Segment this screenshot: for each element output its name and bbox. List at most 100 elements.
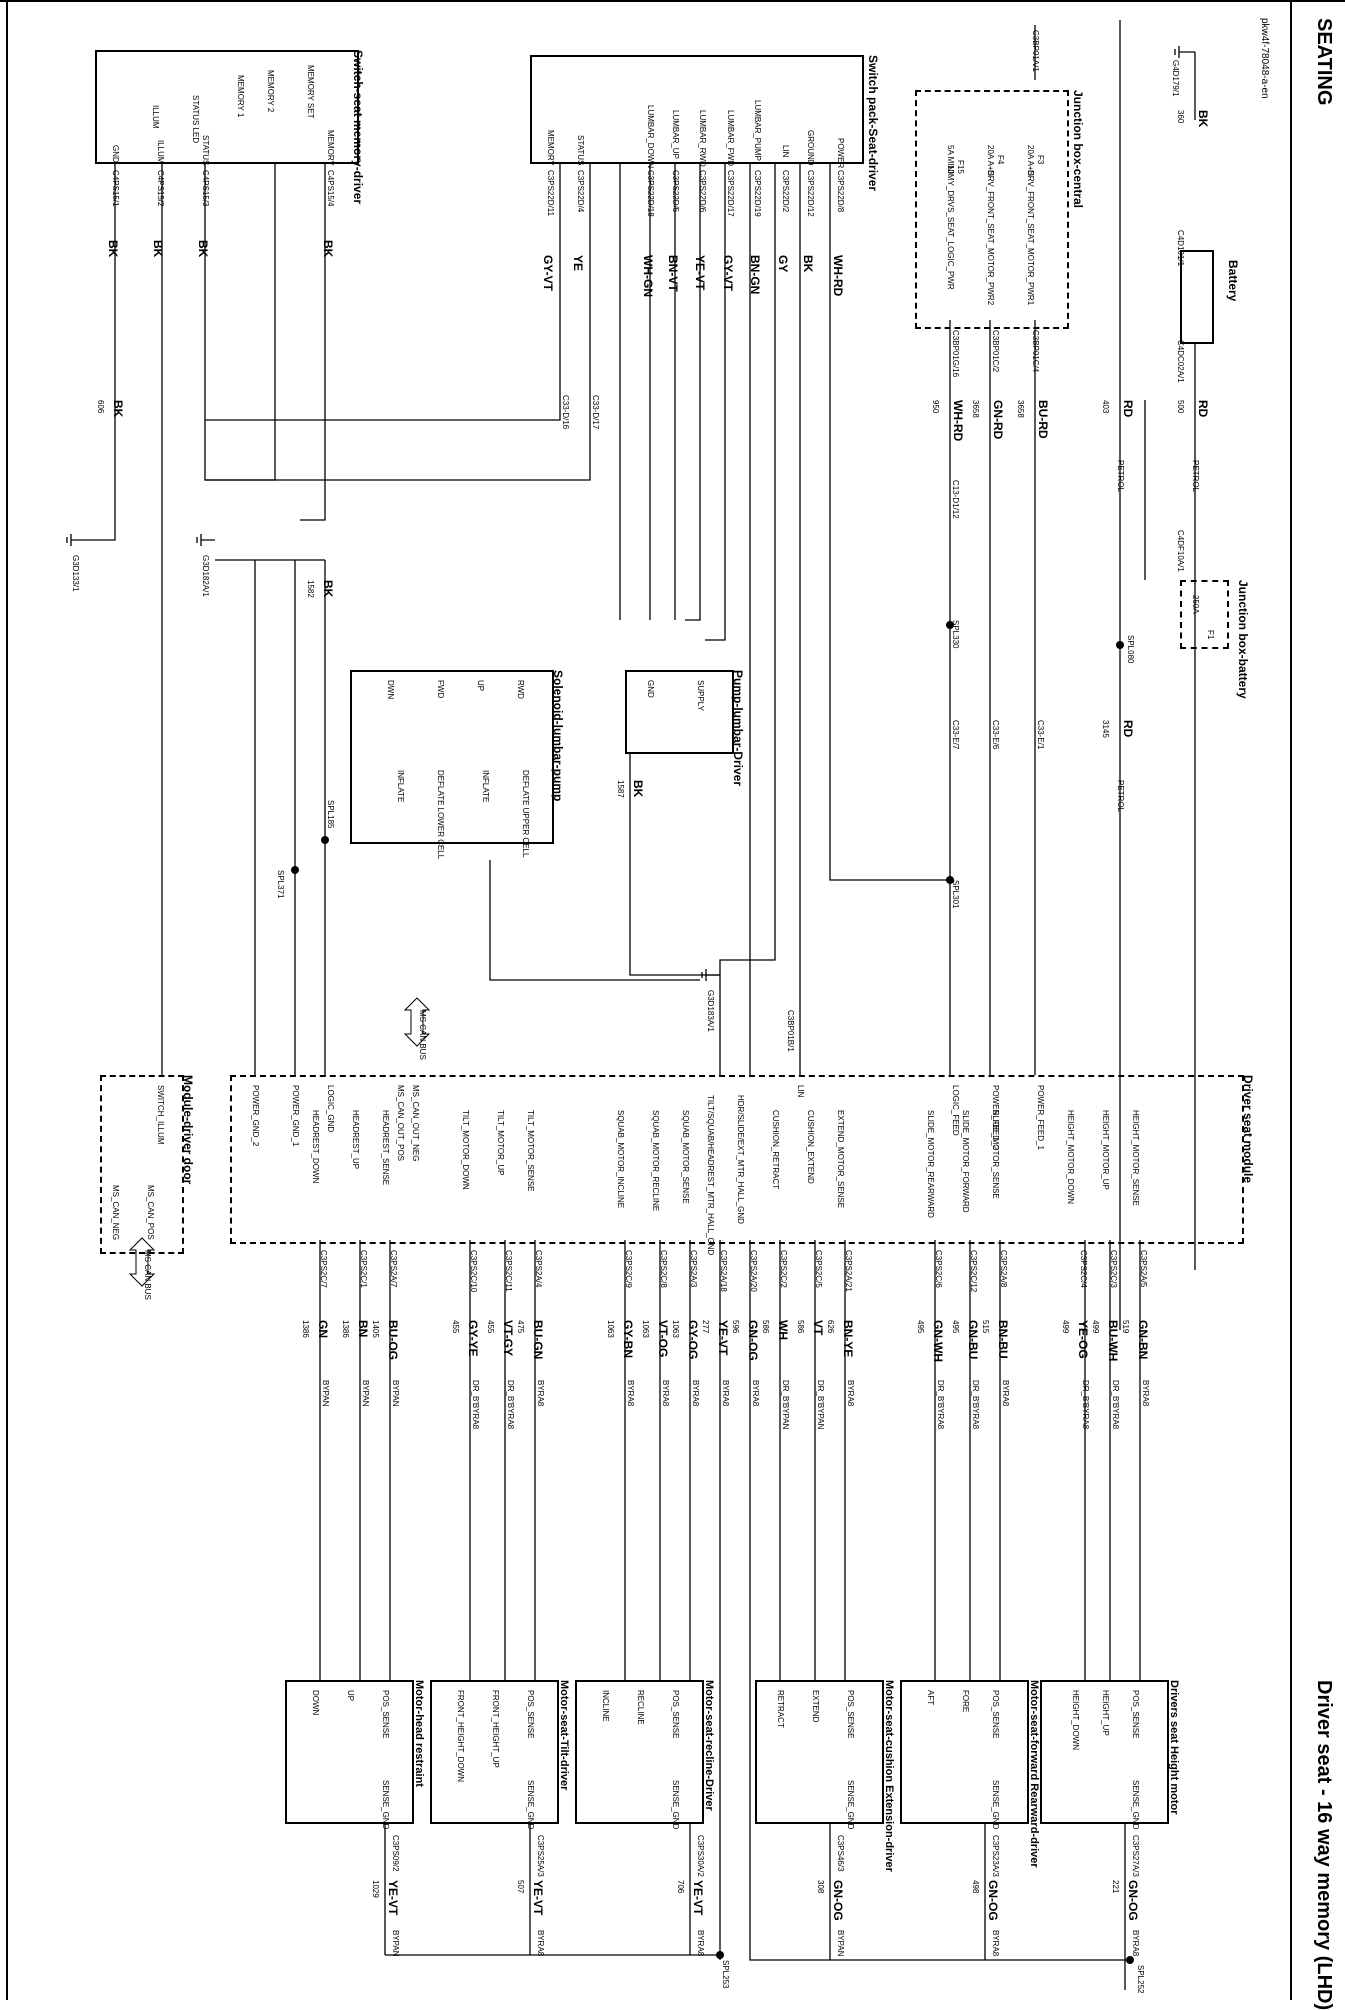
ret-color-0: GN-OG [1126, 1880, 1140, 1921]
mw-color-7: VT [811, 1320, 825, 1336]
mw-color-0: GN-BN [1136, 1320, 1150, 1360]
recline-pin-3: SENSE_GND [671, 1780, 680, 1830]
mod-pin-19: TILT/SQUAB/HEADREST_MTR_HALL_GND [706, 1095, 715, 1256]
splice-spl371: SPL371 [276, 870, 285, 899]
mod-pin-0: POWER_FEED_1 [1036, 1085, 1045, 1150]
jb-battery-title: Junction box-battery [1236, 580, 1250, 699]
sol-label-3: INFLATE [396, 770, 405, 803]
gnd2-color: BK [631, 780, 645, 798]
top1-conn: C3BP01A/1 [1031, 30, 1040, 72]
mw-wire-16: 455 [451, 1320, 460, 1334]
mw-wire-1: 499 [1091, 1320, 1100, 1334]
feed3-conn: C3BP01G/16 [951, 330, 960, 378]
recline-motor-box [575, 1680, 704, 1824]
cushion-pin-0: POS_SENSE [846, 1690, 855, 1739]
mod-pin-4: MS_CAN_OUT_POS [396, 1085, 405, 1162]
tilt-pin-1: FRONT_HEIGHT_UP [491, 1690, 500, 1768]
mw-code-10: BYRA8 [721, 1380, 730, 1407]
feed3-text: 10MY_DRVS_SEAT_LOGIC_PWR [946, 165, 955, 290]
feed3-wire: 950 [931, 400, 940, 414]
sp-color-2: GY [776, 255, 790, 273]
sp-color-7: WH-GN [641, 255, 655, 297]
sol-pin-1: UP [476, 680, 485, 692]
ret-color-5: YE-VT [386, 1880, 400, 1916]
height-motor-box [1040, 1680, 1169, 1824]
junction-box-central [915, 90, 1069, 329]
sp-color-8: YE [571, 255, 585, 272]
midconn-3: C33-E/1 [1036, 720, 1045, 750]
mw-conn-13: C3PS2C/9 [624, 1250, 633, 1288]
ret-code-1: BYRA8 [991, 1930, 1000, 1957]
mod-pin-21: SQUAB_MOTOR_RECLINE [651, 1110, 660, 1212]
mw-wire-2: 499 [1061, 1320, 1070, 1334]
mw-color-18: BN [356, 1320, 370, 1338]
sp-conn-2: C3PS22D/2 [781, 170, 790, 213]
fuse-f15-id: F15 [956, 160, 965, 174]
midconn-7: C33-D/17 [591, 395, 600, 430]
mod-pin-26: HEADREST_SENSE [381, 1110, 390, 1186]
ret-color-4: YE-VT [531, 1880, 545, 1916]
top1-ground: G4D179/1 [1171, 60, 1180, 97]
sp-pin-2: LIN [781, 145, 790, 158]
splice-spl330: SPL330 [951, 620, 960, 649]
cushion-motor-title: Motor-seat-cushion Extension-driver [883, 1680, 895, 1872]
feed2-conn: C3BP01C/2 [991, 330, 1000, 373]
midconn-1: C13-D1/12 [951, 480, 960, 519]
mw-wire-11: 1063 [671, 1320, 680, 1338]
mod-pin-18: HDR/SLIDE/EXT_MTR_HALL_GND [736, 1095, 745, 1224]
mod-pin-15: EXTEND_MOTOR_SENSE [836, 1110, 845, 1209]
switch-memory-box [95, 50, 359, 164]
mw-code-19: BYPAN [321, 1380, 330, 1407]
midconn-6: C33-D/16 [561, 395, 570, 430]
top2-code: PETROL [1116, 460, 1125, 493]
mem-conn-0: C4PS15/4 [326, 170, 335, 207]
sp-conn-1: C3PS22D/12 [806, 170, 815, 217]
cushion-pin-2: RETRACT [776, 1690, 785, 1728]
mw-color-10: YE-VT [716, 1320, 730, 1356]
fwd-motor-title: Motor-seat-forward Rearward-driver [1028, 1680, 1040, 1868]
sp-color-9: GY-VT [541, 255, 555, 292]
ret-wire-3: 706 [676, 1880, 685, 1894]
mw-wire-19: 1386 [301, 1320, 310, 1338]
ret-wire-5: 1029 [371, 1880, 380, 1898]
mod-pin-9: HEIGHT_MOTOR_SENSE [1131, 1110, 1140, 1206]
mw-conn-8: C3PS2C/2 [779, 1250, 788, 1288]
mw-conn-7: C3PS2C/5 [814, 1250, 823, 1288]
mw-code-15: DR_B'BYRA8 [506, 1380, 515, 1430]
mw-color-3: BN-BU [996, 1320, 1010, 1359]
top3-color: RD [1196, 400, 1210, 418]
top3-conn: C4DC02A/1 [1176, 340, 1185, 383]
top2-wire: 403 [1101, 400, 1110, 414]
sp-conn-5: C3PS22D/6 [698, 170, 707, 213]
midconn-2: C33-E/6 [991, 720, 1000, 750]
mem-color-0: BK [321, 240, 335, 258]
mw-code-12: BYRA8 [661, 1380, 670, 1407]
mw-wire-13: 1063 [606, 1320, 615, 1338]
top4-color: RD [1121, 720, 1135, 738]
mw-conn-12: C3PS2C/8 [659, 1250, 668, 1288]
mem-label-0: MEMORY SET [306, 65, 315, 119]
fwd-pin-3: SENSE_GND [991, 1780, 1000, 1830]
tilt-pin-0: POS_SENSE [526, 1690, 535, 1739]
ret-conn-5: C3PS09/2 [391, 1835, 400, 1872]
mw-conn-10: C3PS2A/18 [719, 1250, 728, 1292]
height-pin-2: HEIGHT_DOWN [1071, 1690, 1080, 1750]
mw-code-3: BYRA8 [1001, 1380, 1010, 1407]
sp-color-6: BN-VT [666, 255, 680, 292]
fuse-f3-id: F3 [1036, 155, 1045, 165]
fwd-motor-box [900, 1680, 1029, 1824]
seat-module-title: Driver seat module [1241, 1075, 1255, 1184]
feed2-text: DRV_FRONT_SEAT_MOTOR_PWR2 [986, 170, 995, 306]
pump-pin-1: GND [646, 680, 655, 698]
fuse-f1-rating: 250A [1191, 595, 1200, 614]
mw-code-13: BYRA8 [626, 1380, 635, 1407]
switch-pack-title: Switch pack-Seat-driver [866, 55, 880, 192]
sol-pin-2: FWD [436, 680, 445, 699]
mod-pin-17: CUSHION_RETRACT [771, 1110, 780, 1190]
battery-box [1180, 250, 1214, 344]
sol-label-2: DEFLATE LOWER CELL [436, 770, 445, 860]
mw-conn-15: C3PS2C/11 [504, 1250, 513, 1292]
mw-conn-9: C3PS2A/20 [749, 1250, 758, 1292]
mw-wire-14: 475 [516, 1320, 525, 1334]
